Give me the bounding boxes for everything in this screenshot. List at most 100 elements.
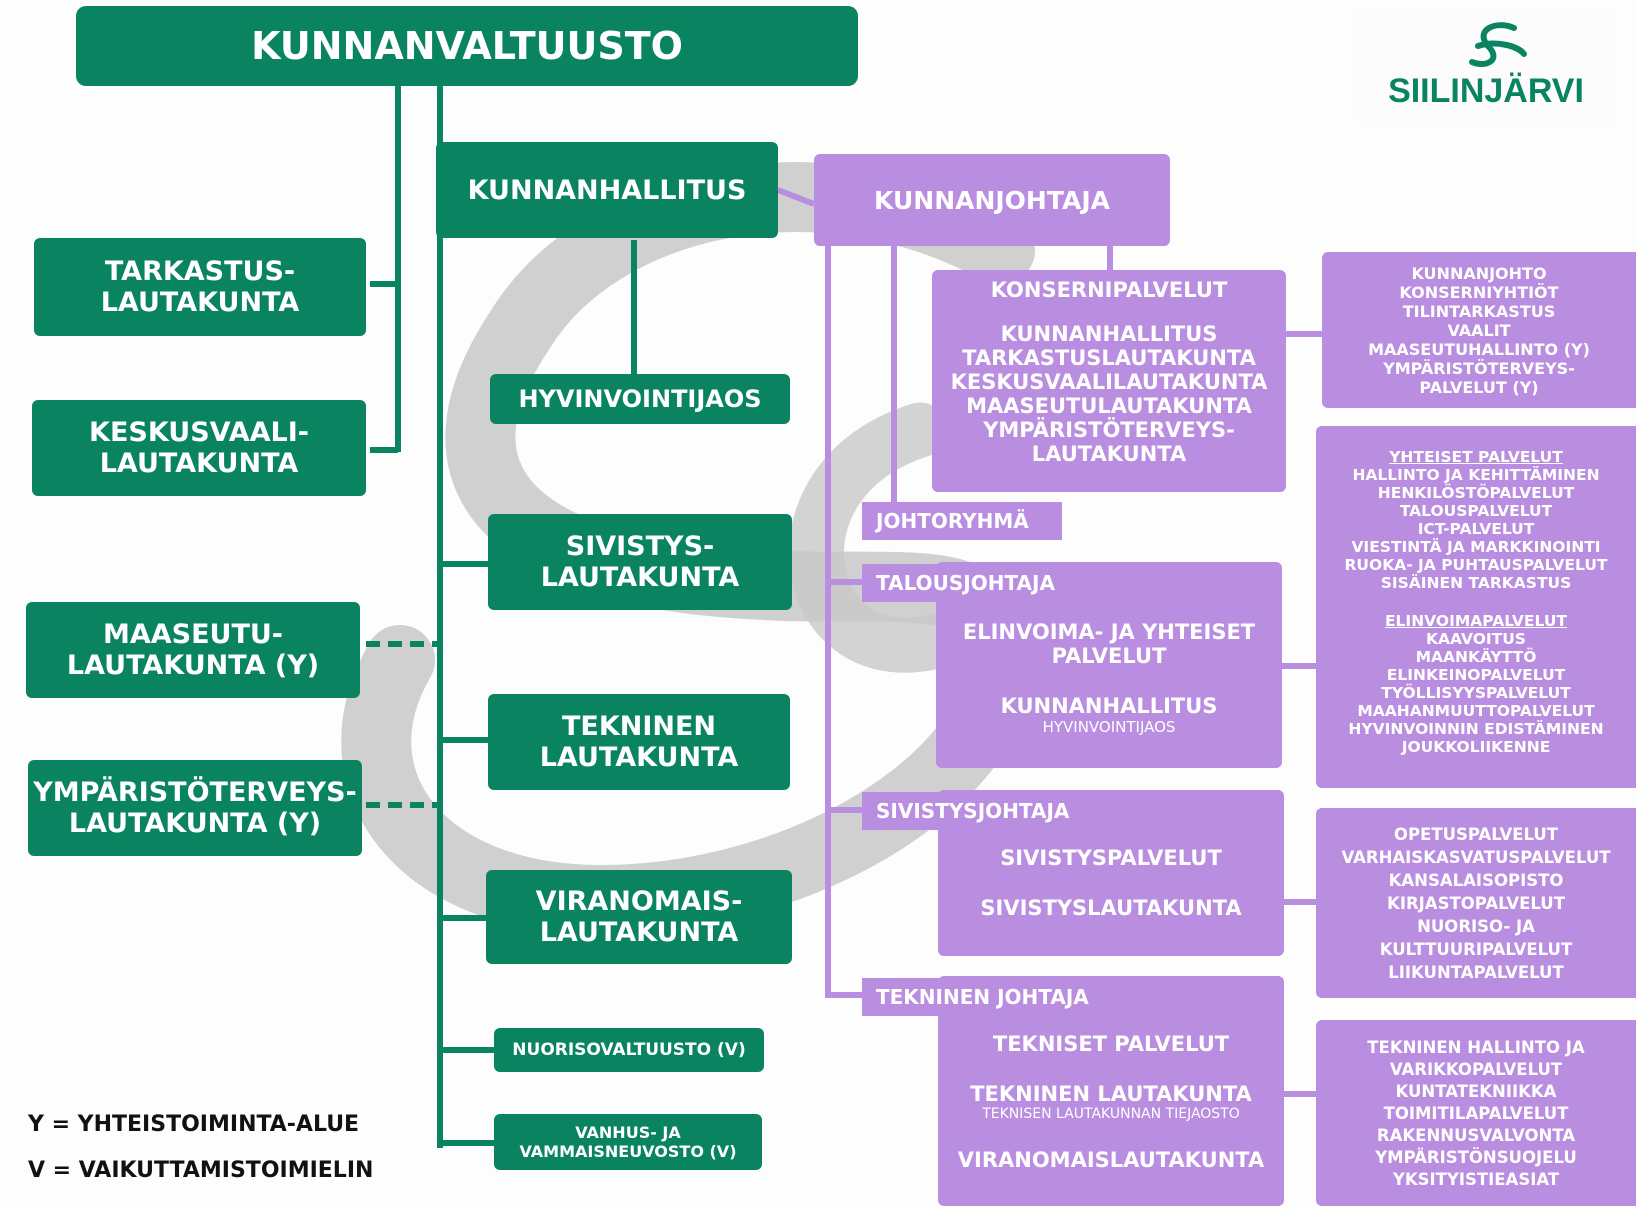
box-line: TILINTARKASTUS bbox=[1402, 301, 1556, 321]
tekniset-palvelut-title: TEKNISET PALVELUT bbox=[992, 1032, 1230, 1056]
konsernipalvelut-box: KONSERNIPALVELUT KUNNANHALLITUS TARKASTU… bbox=[932, 270, 1286, 492]
box-line: LAUTAKUNTA bbox=[1031, 442, 1187, 466]
box-line: MAASEUTULAUTAKUNTA bbox=[966, 394, 1252, 418]
box-line: KUNNANJOHTO bbox=[1411, 263, 1547, 283]
box-line: TEKNINEN LAUTAKUNTA bbox=[970, 1082, 1252, 1106]
box-line: LAUTAKUNTA bbox=[539, 917, 739, 948]
box-line: KULTTUURIPALVELUT bbox=[1379, 939, 1573, 959]
hyvinvointijaos-box: HYVINVOINTIJAOS bbox=[490, 374, 790, 424]
tekninen-details-box: TEKNINEN HALLINTO JA VARIKKOPALVELUT KUN… bbox=[1316, 1020, 1636, 1206]
kunnanjohtaja-box: KUNNANJOHTAJA bbox=[814, 154, 1170, 246]
hyvinvointijaos-label: HYVINVOINTIJAOS bbox=[518, 385, 762, 413]
box-line: TYÖLLISYYSPALVELUT bbox=[1381, 684, 1571, 702]
box-line: LIIKUNTAPALVELUT bbox=[1388, 962, 1564, 982]
box-line: KONSERNIYHTIÖT bbox=[1399, 282, 1559, 302]
box-line: LAUTAKUNTA (Y) bbox=[66, 650, 320, 681]
box-line: YMPÄRISTÖTERVEYS- bbox=[1383, 358, 1575, 378]
box-line: VARHAISKASVATUSPALVELUT bbox=[1341, 847, 1611, 867]
box-line: LAUTAKUNTA bbox=[540, 562, 740, 593]
box-line: TEKNISEN LAUTAKUNNAN TIEJAOSTO bbox=[982, 1106, 1240, 1122]
yhteiset-palvelut-heading: YHTEISET PALVELUT bbox=[1389, 448, 1563, 466]
box-line: RAKENNUSVALVONTA bbox=[1376, 1125, 1576, 1145]
box-line: YMPÄRISTÖTERVEYS- bbox=[33, 777, 357, 808]
box-line: JOUKKOLIIKENNE bbox=[1401, 738, 1551, 756]
logo-text: SIILINJÄRVI bbox=[1388, 72, 1584, 110]
box-line: OPETUSPALVELUT bbox=[1393, 824, 1559, 844]
kunnanvaltuusto-title: KUNNANVALTUUSTO bbox=[251, 24, 683, 68]
box-line: TEKNINEN HALLINTO JA bbox=[1367, 1037, 1585, 1057]
box-line: YMPÄRISTÖTERVEYS- bbox=[983, 418, 1235, 442]
siilinjarvi-s-watermark-loop bbox=[789, 402, 968, 673]
box-line: NUORISO- JA bbox=[1417, 916, 1535, 936]
tekninen-lautakunta-box: TEKNINEN LAUTAKUNTA bbox=[488, 694, 790, 790]
kunnanhallitus-box: KUNNANHALLITUS bbox=[436, 142, 778, 238]
keskusvaalilautakunta-box: KESKUSVAALI- LAUTAKUNTA bbox=[32, 400, 366, 496]
box-line: TOIMITILAPALVELUT bbox=[1383, 1103, 1569, 1123]
box-line: HYVINVOINNIN EDISTÄMINEN bbox=[1348, 720, 1604, 738]
box-line: LAUTAKUNTA bbox=[99, 448, 299, 479]
box-line: KAAVOITUS bbox=[1426, 630, 1526, 648]
kunnanhallitus-title: KUNNANHALLITUS bbox=[467, 174, 747, 206]
box-line: KANSALAISOPISTO bbox=[1388, 870, 1564, 890]
box-line: KUNNANHALLITUS bbox=[1000, 694, 1218, 718]
box-line: VAALIT bbox=[1447, 320, 1511, 340]
box-line: VIESTINTÄ JA MARKKINOINTI bbox=[1351, 538, 1601, 556]
sivistyspalvelut-title: SIVISTYSPALVELUT bbox=[1000, 846, 1222, 870]
box-line: LAUTAKUNTA (Y) bbox=[68, 808, 322, 839]
tekninen-johtaja-text: TEKNINEN JOHTAJA bbox=[876, 985, 1089, 1009]
siilinjarvi-logo: SIILINJÄRVI bbox=[1356, 6, 1616, 124]
box-line: KUNNANHALLITUS bbox=[1000, 322, 1218, 346]
box-line: LAUTAKUNTA bbox=[100, 287, 300, 318]
ymparistoterveyslautakunta-box: YMPÄRISTÖTERVEYS- LAUTAKUNTA (Y) bbox=[28, 760, 362, 856]
box-line: ELINVOIMA- JA YHTEISET bbox=[962, 620, 1256, 644]
nuorisovaltuusto-box: NUORISOVALTUUSTO (V) bbox=[494, 1028, 764, 1072]
box-line: ICT-PALVELUT bbox=[1417, 520, 1535, 538]
box-line: TARKASTUS- bbox=[104, 256, 296, 287]
sivistys-details-box: OPETUSPALVELUT VARHAISKASVATUSPALVELUT K… bbox=[1316, 808, 1636, 998]
sivistysjohtaja-label: SIVISTYSJOHTAJA bbox=[862, 792, 1088, 830]
box-line: SIVISTYS- bbox=[565, 531, 715, 562]
konsernipalvelut-title: KONSERNIPALVELUT bbox=[990, 278, 1228, 302]
box-line: KESKUSVAALILAUTAKUNTA bbox=[950, 370, 1268, 394]
box-line: VARIKKOPALVELUT bbox=[1389, 1059, 1563, 1079]
sivistysjohtaja-text: SIVISTYSJOHTAJA bbox=[876, 799, 1070, 823]
box-line: MAAHANMUUTTOPALVELUT bbox=[1357, 702, 1595, 720]
kunnanvaltuusto-box: KUNNANVALTUUSTO bbox=[76, 6, 858, 86]
legend-y: Y = YHTEISTOIMINTA-ALUE bbox=[28, 1112, 360, 1137]
box-line: ELINKEINOPALVELUT bbox=[1386, 666, 1566, 684]
konserni-details-box: KUNNANJOHTO KONSERNIYHTIÖT TILINTARKASTU… bbox=[1322, 252, 1636, 408]
logo-s-icon: SIILINJÄRVI bbox=[1388, 22, 1584, 110]
box-line: SISÄINEN TARKASTUS bbox=[1380, 574, 1572, 592]
box-line: HENKILÖSTÖPALVELUT bbox=[1377, 484, 1575, 502]
box-line: TARKASTUSLAUTAKUNTA bbox=[962, 346, 1256, 370]
nuorisovaltuusto-label: NUORISOVALTUUSTO (V) bbox=[512, 1040, 746, 1060]
box-line: HYVINVOINTIJAOS bbox=[1042, 718, 1176, 736]
talousjohtaja-text: TALOUSJOHTAJA bbox=[876, 571, 1055, 595]
box-line: VIRANOMAIS- bbox=[535, 886, 743, 917]
box-line: MAASEUTU- bbox=[102, 619, 284, 650]
yhteiset-elinvoima-details-box: YHTEISET PALVELUT HALLINTO JA KEHITTÄMIN… bbox=[1316, 426, 1636, 788]
sivistyslautakunta-box: SIVISTYS- LAUTAKUNTA bbox=[488, 514, 792, 610]
box-line: YMPÄRISTÖNSUOJELU bbox=[1375, 1147, 1577, 1167]
box-line: HALLINTO JA KEHITTÄMINEN bbox=[1352, 466, 1600, 484]
box-line: VANHUS- JA bbox=[575, 1123, 681, 1142]
viranomaislautakunta-box: VIRANOMAIS- LAUTAKUNTA bbox=[486, 870, 792, 964]
box-line: KIRJASTOPALVELUT bbox=[1387, 893, 1565, 913]
box-line: PALVELUT (Y) bbox=[1419, 377, 1539, 397]
johtoryhma-text: JOHTORYHMÄ bbox=[876, 509, 1029, 533]
box-line: MAANKÄYTTÖ bbox=[1415, 648, 1537, 666]
box-line: KESKUSVAALI- bbox=[89, 417, 309, 448]
elinvoimapalvelut-heading: ELINVOIMAPALVELUT bbox=[1384, 612, 1568, 630]
box-line: MAASEUTUHALLINTO (Y) bbox=[1368, 339, 1590, 359]
box-line: TEKNINEN bbox=[561, 711, 717, 742]
box-line: TALOUSPALVELUT bbox=[1399, 502, 1553, 520]
box-line: LAUTAKUNTA bbox=[539, 742, 739, 773]
maaseutulautakunta-box: MAASEUTU- LAUTAKUNTA (Y) bbox=[26, 602, 360, 698]
talousjohtaja-label: TALOUSJOHTAJA bbox=[862, 564, 1072, 602]
tekninen-johtaja-label: TEKNINEN JOHTAJA bbox=[862, 978, 1102, 1016]
kunnanjohtaja-title: KUNNANJOHTAJA bbox=[874, 185, 1110, 215]
box-line: SIVISTYSLAUTAKUNTA bbox=[980, 896, 1242, 920]
box-line: VIRANOMAISLAUTAKUNTA bbox=[957, 1148, 1265, 1172]
legend-v: V = VAIKUTTAMISTOIMIELIN bbox=[28, 1158, 374, 1183]
